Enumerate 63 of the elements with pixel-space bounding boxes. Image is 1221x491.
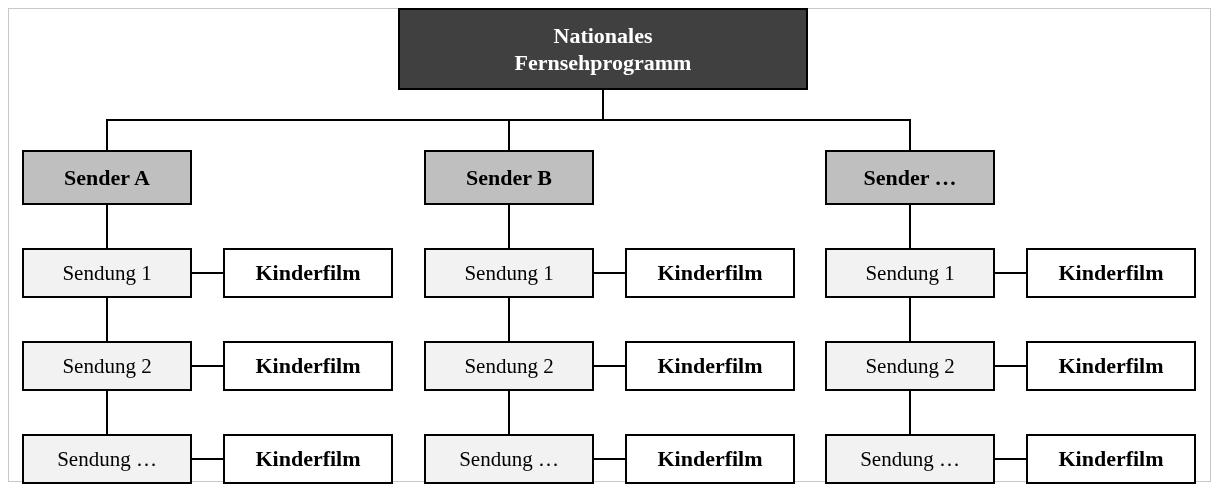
content-box <box>223 248 393 298</box>
content-box <box>625 434 795 484</box>
box-label: Sendung … <box>56 445 158 473</box>
program-box <box>825 434 995 484</box>
connector-line <box>909 297 911 342</box>
box-label: Sendung 1 <box>61 259 153 287</box>
program-box <box>424 341 594 391</box>
box-label: Sender A <box>63 163 151 192</box>
box-label: Sendung … <box>458 445 560 473</box>
root-box <box>398 8 808 90</box>
box-label: Sendung 2 <box>61 352 153 380</box>
box-label: Sendung … <box>859 445 961 473</box>
connector-line <box>909 390 911 435</box>
program-box <box>825 248 995 298</box>
connector-line <box>191 458 224 460</box>
box-label: Kinderfilm <box>1057 352 1165 380</box>
connector-line <box>593 365 626 367</box>
box-label: Kinderfilm <box>1057 445 1165 473</box>
content-box <box>223 434 393 484</box>
box-label: Kinderfilm <box>656 352 764 380</box>
content-box <box>1026 248 1196 298</box>
program-box <box>22 341 192 391</box>
connector-line <box>994 458 1027 460</box>
box-label: Sendung 1 <box>864 259 956 287</box>
box-label: Kinderfilm <box>254 352 362 380</box>
box-label: Kinderfilm <box>254 259 362 287</box>
channel-box <box>825 150 995 205</box>
channel-box <box>22 150 192 205</box>
connector-line <box>508 204 510 249</box>
connector-line <box>994 365 1027 367</box>
connector-line <box>593 458 626 460</box>
box-label: Kinderfilm <box>656 259 764 287</box>
connector-line <box>191 272 224 274</box>
program-box <box>424 434 594 484</box>
program-box <box>22 248 192 298</box>
box-label: Kinderfilm <box>656 445 764 473</box>
box-label: Nationales Fernsehprogramm <box>513 21 693 77</box>
box-label: Sendung 2 <box>463 352 555 380</box>
box-label: Kinderfilm <box>254 445 362 473</box>
connector-line <box>106 204 108 249</box>
content-box <box>625 341 795 391</box>
program-box <box>825 341 995 391</box>
box-label: Sendung 1 <box>463 259 555 287</box>
connector-line <box>508 297 510 342</box>
connector-line <box>106 297 108 342</box>
box-label: Kinderfilm <box>1057 259 1165 287</box>
connector-line <box>994 272 1027 274</box>
box-label: Sendung 2 <box>864 352 956 380</box>
content-box <box>1026 434 1196 484</box>
content-box <box>625 248 795 298</box>
connector-line <box>593 272 626 274</box>
program-box <box>22 434 192 484</box>
connector-line <box>508 390 510 435</box>
content-box <box>223 341 393 391</box>
connector-line <box>191 365 224 367</box>
connector-line <box>909 204 911 249</box>
content-box <box>1026 341 1196 391</box>
connector-line <box>106 390 108 435</box>
box-label: Sender B <box>465 163 553 192</box>
box-label: Sender … <box>862 163 958 192</box>
program-box <box>424 248 594 298</box>
connector-line <box>602 89 911 151</box>
channel-box <box>424 150 594 205</box>
